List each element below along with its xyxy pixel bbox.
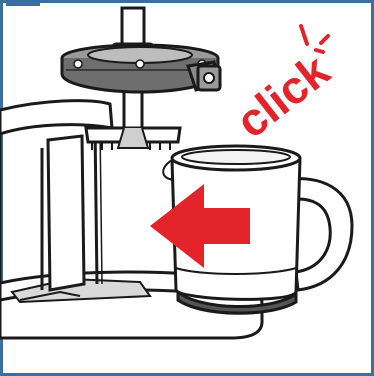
corner-mark [6,0,40,6]
